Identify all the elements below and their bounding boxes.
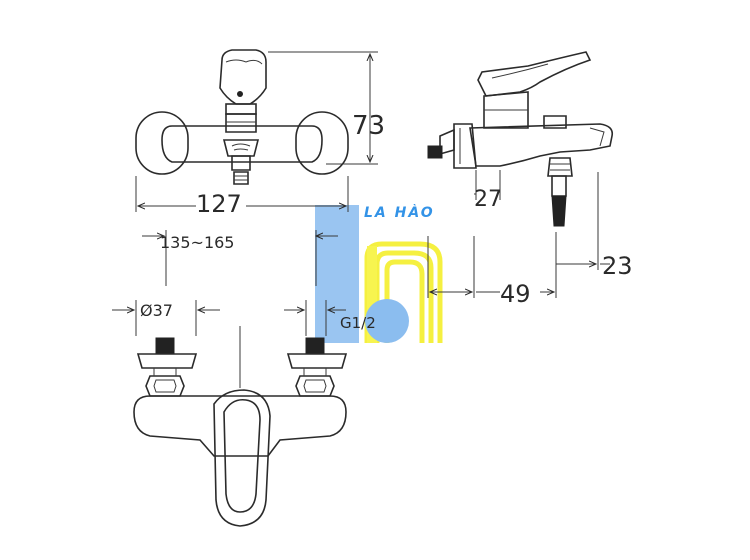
dim-spout-label: 49 bbox=[500, 280, 531, 308]
logo-brand-text: LA HÀO bbox=[364, 204, 435, 221]
dim-height-label: 73 bbox=[352, 111, 385, 141]
side-view: 27 49 23 bbox=[427, 51, 633, 308]
front-view: 73 127 bbox=[135, 49, 385, 218]
dim-thread-label: G1/2 bbox=[340, 314, 376, 332]
dim-center-range-label: 135~165 bbox=[160, 233, 234, 252]
dim-outlet-label: 23 bbox=[602, 252, 633, 280]
watermark-logo: LA HÀO bbox=[315, 204, 443, 343]
logo-yellow-mark bbox=[364, 241, 443, 343]
dim-nut-diameter-label: Ø37 bbox=[140, 301, 173, 320]
logo-blue-circle bbox=[365, 299, 409, 343]
top-view: 135~165 Ø37 G1/2 bbox=[112, 230, 376, 527]
dim-width-label: 127 bbox=[196, 190, 242, 218]
logo-blue-bar bbox=[315, 205, 359, 343]
dim-depth-label: 27 bbox=[474, 187, 502, 212]
